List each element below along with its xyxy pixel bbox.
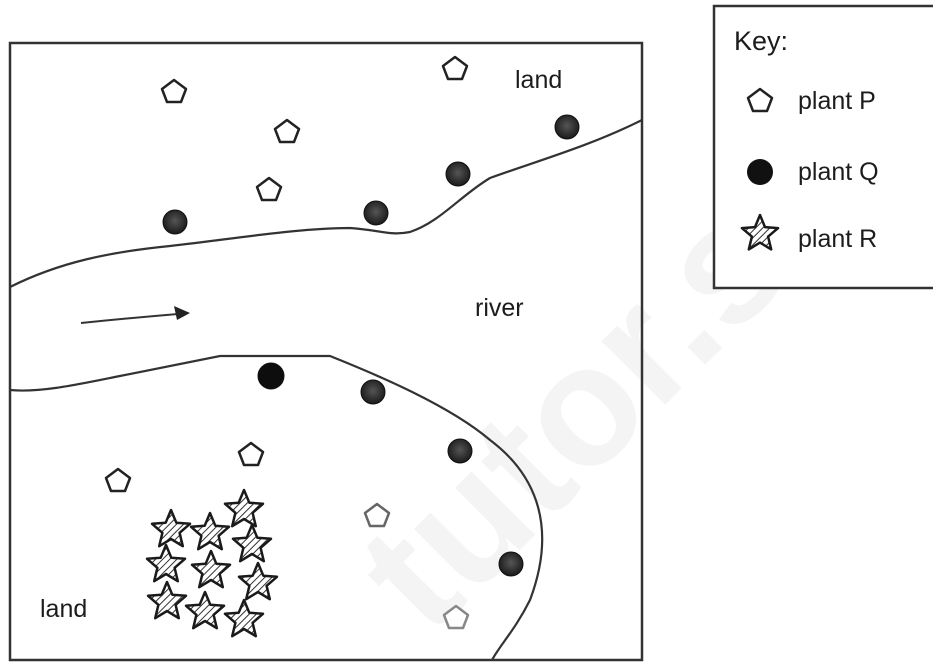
label-river: river <box>475 294 524 322</box>
key-legend: Key: plant P plant Q plant R <box>712 4 933 290</box>
plant-r-icon <box>184 590 226 630</box>
plant-q-icon <box>498 551 524 577</box>
plant-p-icon <box>363 502 391 528</box>
key-item-plant-q: plant Q <box>798 158 879 186</box>
plant-r-icon <box>146 580 188 620</box>
plant-p-icon <box>442 604 470 630</box>
key-item-plant-r: plant R <box>798 225 877 253</box>
key-title: Key: <box>734 26 788 56</box>
plant-r-icon <box>223 598 265 638</box>
plant-r-icon <box>190 549 232 589</box>
plant-p-icon <box>441 55 469 81</box>
plant-r-icon <box>237 561 279 601</box>
hatched-star-icon <box>740 213 780 251</box>
plant-p-icon <box>273 118 301 144</box>
plant-p-icon <box>255 176 283 202</box>
plant-r-icon <box>740 213 780 251</box>
plant-q-icon <box>363 200 389 226</box>
river-bank-lower <box>9 354 544 661</box>
plant-q-icon <box>360 379 386 405</box>
plant-r-icon <box>189 511 231 551</box>
river-bank-upper <box>9 119 643 288</box>
plant-q-icon <box>445 161 471 187</box>
plant-r-cluster <box>145 488 279 638</box>
pentagon-outline-icon <box>746 87 774 113</box>
plant-r-icon <box>145 543 187 583</box>
label-land-top: land <box>515 66 562 94</box>
plant-r-icon <box>223 488 265 528</box>
key-item-plant-p: plant P <box>798 87 876 115</box>
plant-q-icon <box>554 114 580 140</box>
plant-p-icon <box>237 441 265 467</box>
plant-q-icon <box>447 438 473 464</box>
plant-r-icon <box>231 523 273 563</box>
filled-circle-icon <box>747 159 773 185</box>
label-land-bottom: land <box>40 595 87 623</box>
plant-q-icon <box>162 209 188 235</box>
map-frame <box>8 41 644 662</box>
flow-arrow-icon <box>80 306 190 324</box>
plant-p-icon <box>160 78 188 104</box>
plant-p-icon <box>104 467 132 493</box>
plant-r-icon <box>150 508 192 548</box>
plant-q-icon <box>257 362 285 390</box>
